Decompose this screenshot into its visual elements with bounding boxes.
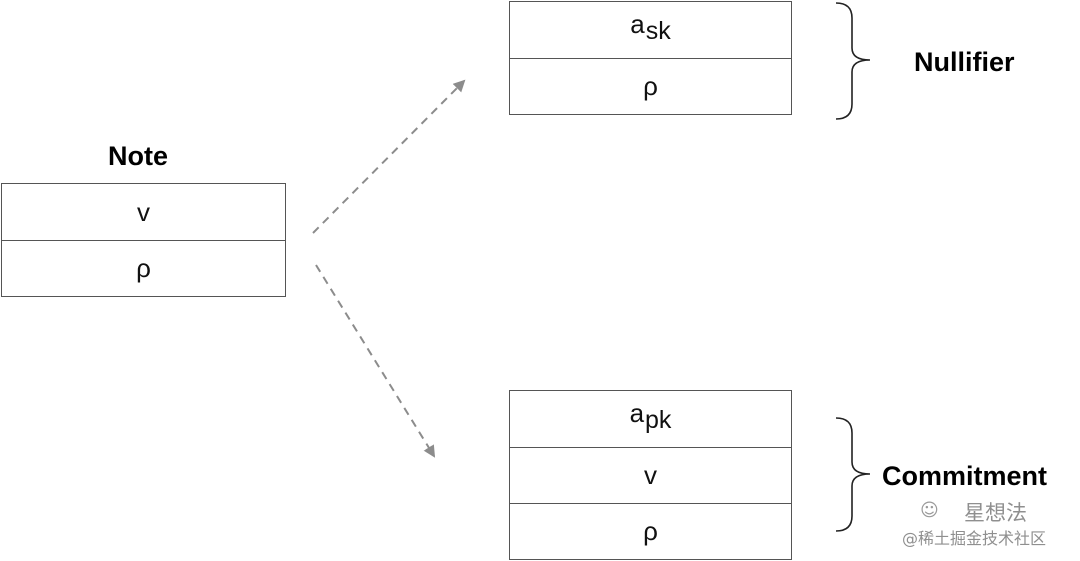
watermark-title: 星想法: [964, 501, 1027, 525]
commitment-v: v: [644, 460, 657, 490]
nullifier-row-rho: ρ: [510, 58, 791, 114]
commitment-brace: [835, 417, 871, 532]
nullifier-rho: ρ: [643, 71, 658, 101]
note-title: Note: [108, 141, 168, 171]
nullifier-ask-sub: sk: [645, 16, 671, 45]
arrow-to-commitment: [315, 264, 436, 458]
note-row-rho: ρ: [2, 240, 285, 296]
commitment-label: Commitment: [882, 461, 1048, 491]
commitment-row-v: v: [510, 447, 791, 503]
commitment-apk-sub: pk: [645, 405, 672, 434]
note-box: v ρ: [1, 183, 286, 297]
arrow-to-nullifier: [312, 79, 466, 234]
commitment-rho: ρ: [643, 516, 658, 546]
nullifier-label: Nullifier: [914, 47, 1015, 77]
note-row-v: v: [137, 196, 150, 227]
nullifier-ask-main: a: [630, 8, 645, 39]
watermark-subtitle: @稀土掘金技术社区: [902, 529, 1047, 548]
watermark-logo-icon: ☺: [920, 500, 939, 521]
commitment-row-rho: ρ: [510, 503, 791, 559]
commitment-apk-main: a: [629, 397, 645, 428]
nullifier-brace: [835, 2, 871, 120]
